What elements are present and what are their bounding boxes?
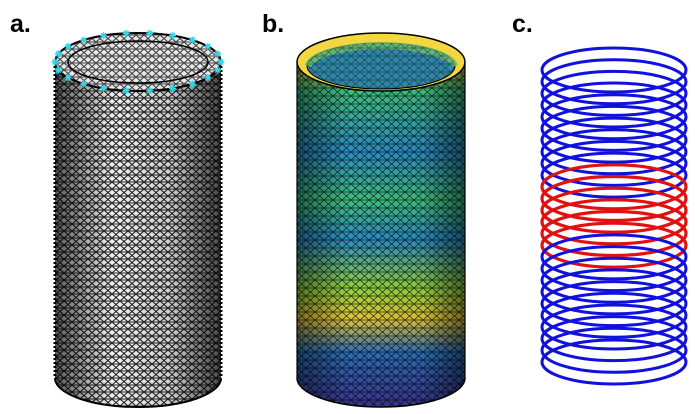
- ring: [540, 69, 688, 117]
- node-marker: [204, 74, 212, 82]
- node-marker: [64, 42, 72, 50]
- boundary-nodes: [51, 29, 225, 95]
- node-marker: [188, 80, 196, 88]
- ring: [540, 209, 688, 258]
- ring: [540, 315, 688, 363]
- node-marker: [146, 29, 154, 37]
- ring: [540, 81, 688, 129]
- ring-stack: [540, 46, 688, 386]
- node-marker: [80, 80, 88, 88]
- ring: [540, 326, 688, 374]
- node-marker: [214, 66, 222, 74]
- ring: [540, 163, 688, 211]
- ring: [540, 280, 688, 328]
- node-marker: [168, 32, 176, 40]
- cylinder-colored-surface: [296, 32, 466, 408]
- ring: [540, 233, 688, 281]
- ring: [540, 221, 688, 269]
- node-marker: [100, 32, 108, 40]
- node-marker: [122, 87, 130, 95]
- node-marker: [168, 84, 176, 92]
- node-marker: [188, 36, 196, 44]
- ring: [540, 256, 688, 304]
- ring: [540, 58, 688, 106]
- ring: [540, 338, 688, 386]
- ring: [540, 268, 688, 316]
- node-marker: [204, 42, 212, 50]
- ring: [540, 151, 688, 199]
- node-marker: [217, 58, 225, 66]
- node-marker: [122, 29, 130, 37]
- node-marker: [54, 66, 62, 74]
- ring: [540, 93, 688, 141]
- node-marker: [51, 58, 59, 66]
- ring: [540, 245, 688, 293]
- node-marker: [100, 84, 108, 92]
- panel-label-c: c.: [512, 10, 533, 38]
- ring: [540, 46, 688, 94]
- node-marker: [64, 74, 72, 82]
- ring: [540, 198, 688, 246]
- cylinder-wireframe: [51, 29, 225, 408]
- node-marker: [214, 50, 222, 58]
- node-marker: [80, 36, 88, 44]
- ring: [540, 291, 688, 339]
- panel-label-a: a.: [10, 10, 31, 38]
- ring: [540, 303, 688, 351]
- ring: [540, 104, 688, 152]
- ring: [540, 186, 688, 234]
- node-marker: [54, 50, 62, 58]
- ring: [540, 128, 688, 176]
- panel-label-b: b.: [262, 10, 284, 38]
- ring: [540, 116, 688, 164]
- node-marker: [146, 87, 154, 95]
- ring: [540, 139, 688, 187]
- ring: [540, 174, 688, 223]
